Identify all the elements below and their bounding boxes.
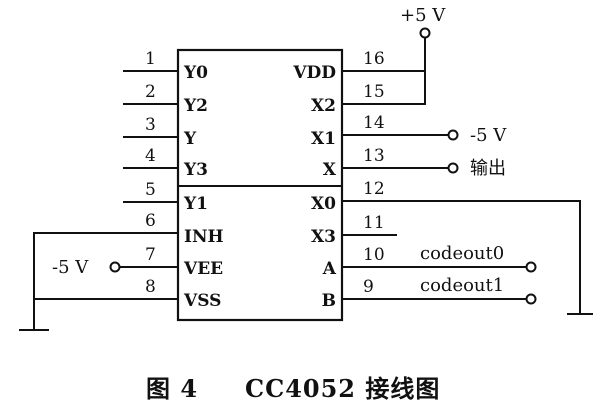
- pin-4-number: 4: [145, 146, 156, 166]
- pin-15-label: X2: [311, 96, 336, 116]
- codeout1-label: codeout1: [420, 275, 504, 296]
- pin-10-label: A: [322, 259, 337, 279]
- pin-13-label: X: [323, 160, 337, 180]
- pin-7-label: VEE: [183, 259, 223, 279]
- codeout1-terminal: [525, 293, 537, 305]
- codeout0-terminal: [525, 261, 537, 273]
- vdd-supply-label: +5 V: [400, 5, 446, 26]
- pin-8-number: 8: [145, 277, 156, 297]
- vee-supply-label: -5 V: [52, 257, 89, 278]
- pin-3-number: 3: [145, 115, 156, 135]
- pin-7-number: 7: [145, 245, 156, 265]
- pin-2-label: Y2: [183, 96, 208, 116]
- pin-2-number: 2: [145, 82, 156, 102]
- x1-supply-label: -5 V: [470, 125, 507, 146]
- pin-8-label: VSS: [183, 291, 221, 311]
- pin-6-label: INH: [184, 227, 224, 247]
- pin-11-number: 11: [363, 213, 385, 233]
- pin-4-label: Y3: [183, 160, 208, 180]
- x1-supply-terminal: [447, 129, 459, 141]
- x-output-terminal: [447, 162, 459, 174]
- pin-9-label: B: [322, 291, 336, 311]
- pin-5-label: Y1: [183, 194, 208, 214]
- vee-input-terminal: [109, 261, 121, 273]
- pin-10-number: 10: [363, 245, 385, 265]
- pin-14-number: 14: [363, 113, 385, 133]
- pin-16-label: VDD: [292, 63, 336, 83]
- pin-1-label: Y0: [183, 63, 208, 83]
- pin-11-label: X3: [311, 227, 336, 247]
- pin-12-number: 12: [363, 179, 385, 199]
- figure-number: 图 4: [146, 374, 198, 403]
- pin-16-number: 16: [363, 49, 385, 69]
- pin-13-number: 13: [363, 146, 385, 166]
- pin-3-label: Y: [183, 129, 197, 149]
- pin-5-number: 5: [145, 180, 156, 200]
- pin-12-label: X0: [311, 194, 336, 214]
- pin-1-number: 1: [145, 49, 156, 69]
- pin-9-number: 9: [363, 277, 374, 297]
- figure-title: CC4052 接线图: [245, 374, 440, 403]
- vdd-supply-terminal: [419, 27, 431, 39]
- codeout0-label: codeout0: [420, 243, 504, 264]
- pin-6-number: 6: [145, 211, 156, 231]
- pin-15-number: 15: [363, 82, 385, 102]
- pin-14-label: X1: [311, 129, 336, 149]
- x-output-label: 输出: [470, 158, 506, 179]
